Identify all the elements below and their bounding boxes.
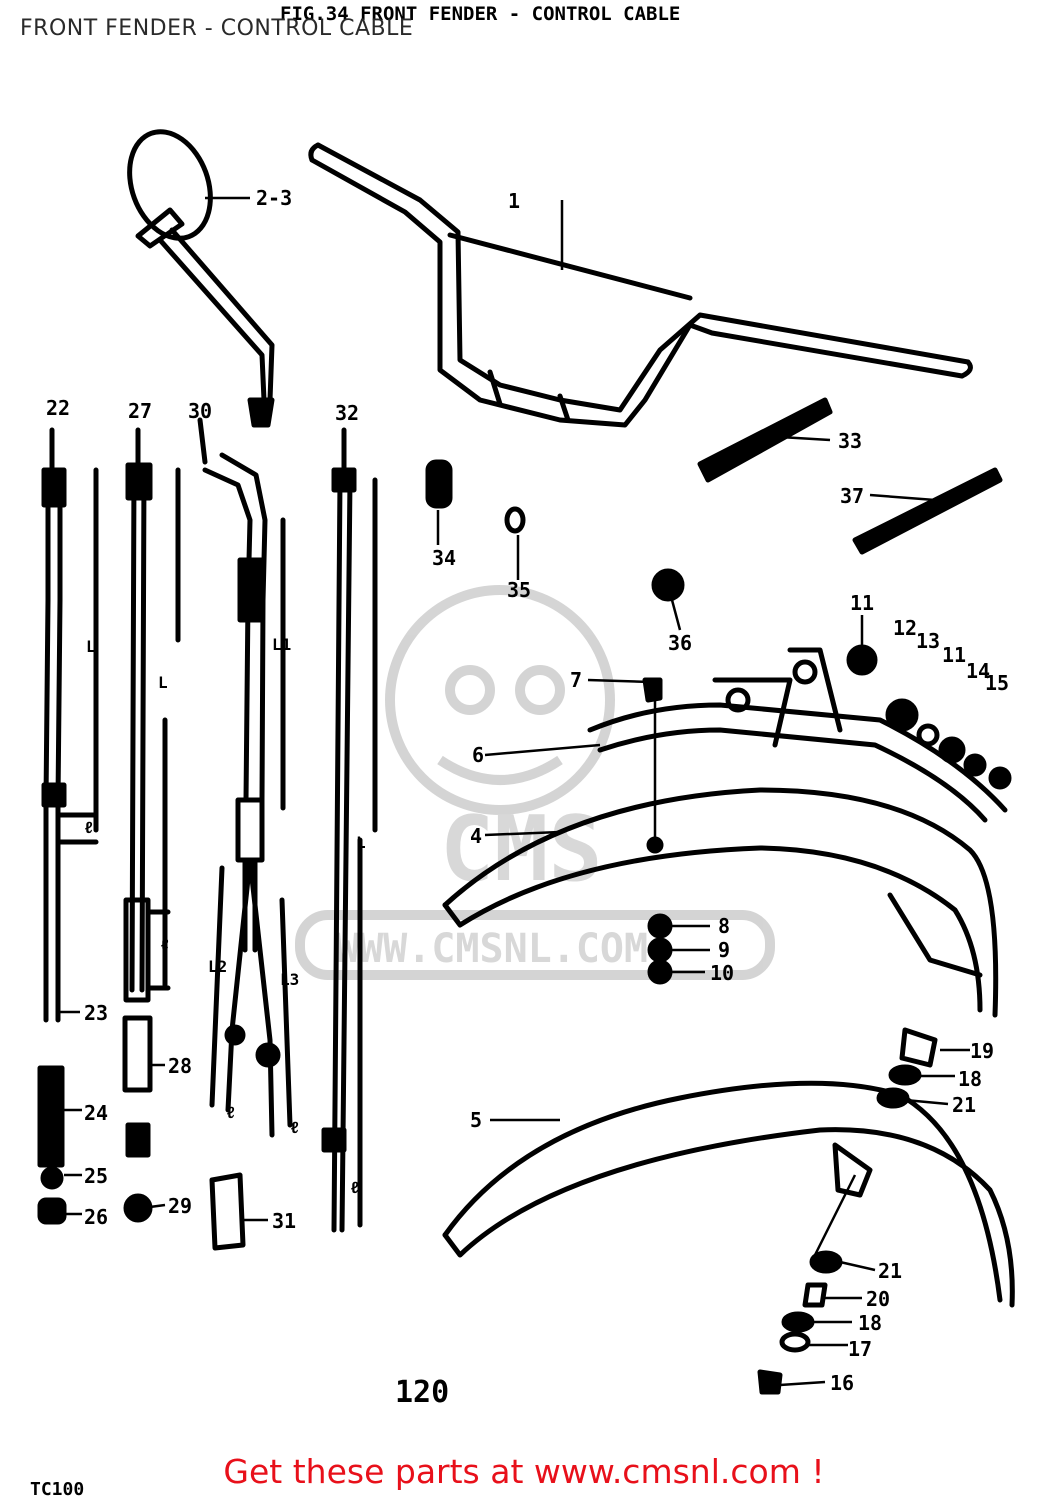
- dimension-label: L3: [280, 970, 299, 989]
- part-ref-label: 35: [507, 578, 531, 602]
- grip-37: [852, 467, 1003, 555]
- grip-33: [697, 397, 833, 483]
- part-ref-label: 14: [966, 659, 990, 683]
- part-ref-label: 22: [46, 396, 70, 420]
- part-ref-label: 21: [952, 1093, 976, 1117]
- part-ref-label: 8: [718, 914, 730, 938]
- part-ref-label: 10: [710, 961, 734, 985]
- dimension-label: ℓ: [160, 935, 170, 954]
- part-labels: 12-3456789101111121314151617181819202121…: [46, 186, 1009, 1395]
- watermark-url: WWW.CMSNL.COM: [335, 926, 648, 972]
- dimension-label: L: [356, 833, 366, 852]
- part-ref-label: 27: [128, 399, 152, 423]
- drawing-lines: [37, 129, 1015, 1395]
- overlay-title: FRONT FENDER - CONTROL CABLE: [20, 16, 414, 41]
- dimension-label: L1: [272, 635, 291, 654]
- part-35: [504, 506, 526, 534]
- part-ref-label: 18: [858, 1311, 882, 1335]
- part-ref-label: 6: [472, 743, 484, 767]
- handlebar: [308, 142, 973, 428]
- part-ref-label: 24: [84, 1101, 108, 1125]
- cable-22: [37, 427, 99, 1225]
- dimension-label: ℓ: [226, 1103, 236, 1122]
- part-ref-label: 23: [84, 1001, 108, 1025]
- mirror: [127, 129, 275, 428]
- part-ref-label: 1: [508, 189, 520, 213]
- part-ref-label: 12: [893, 616, 917, 640]
- cable-30: [197, 417, 293, 1138]
- rear-fender-5: [442, 1080, 1015, 1308]
- part-ref-label: 28: [168, 1054, 192, 1078]
- part-ref-label: 21: [878, 1259, 902, 1283]
- part-ref-label: 11: [850, 591, 874, 615]
- leader-lines: [60, 196, 970, 1387]
- dimension-label: ℓ: [350, 1178, 360, 1197]
- fender-bracket-6: [587, 647, 1008, 823]
- dimension-label: L2: [208, 957, 227, 976]
- part-ref-label: 15: [985, 671, 1009, 695]
- header-title: FIG.34 FRONT FENDER - CONTROL CABLE: [280, 3, 680, 25]
- part-ref-label: 5: [470, 1108, 482, 1132]
- part-ref-label: 36: [668, 631, 692, 655]
- cable-32: [321, 427, 378, 1233]
- part-ref-label: 33: [838, 429, 862, 453]
- part-ref-label: 18: [958, 1067, 982, 1091]
- part-ref-label: 4: [470, 824, 482, 848]
- part-ref-label: 30: [188, 399, 212, 423]
- part-ref-label: 19: [970, 1039, 994, 1063]
- dimension-label: ℓ: [290, 1118, 300, 1137]
- part-ref-label: 32: [335, 401, 359, 425]
- part-ref-label: 25: [84, 1164, 108, 1188]
- part-ref-label: 17: [848, 1337, 872, 1361]
- cms-watermark: CMS WWW.CMSNL.COM: [295, 585, 775, 980]
- cable-27: [122, 427, 246, 1251]
- part-34: [425, 459, 453, 509]
- parts-link[interactable]: Get these parts at www.cmsnl.com !: [223, 1452, 825, 1491]
- part-ref-label: 29: [168, 1194, 192, 1218]
- part-36: [651, 568, 685, 602]
- dimension-label: ℓ: [84, 818, 94, 837]
- part-ref-label: 31: [272, 1209, 296, 1233]
- part-ref-label: 34: [432, 546, 456, 570]
- part-ref-label: 7: [570, 668, 582, 692]
- part-ref-label: 20: [866, 1287, 890, 1311]
- part-ref-label: 16: [830, 1371, 854, 1395]
- dimension-label: L: [86, 637, 96, 656]
- part-ref-label: 9: [718, 938, 730, 962]
- part-ref-label: 37: [840, 484, 864, 508]
- part-ref-label: 13: [916, 629, 940, 653]
- part-ref-label: 2-3: [256, 186, 292, 210]
- page-number: 120: [395, 1375, 449, 1410]
- part-ref-label: 11: [942, 643, 966, 667]
- dimension-label: L: [158, 673, 168, 692]
- part-ref-label: 26: [84, 1205, 108, 1229]
- model-code: TC100: [30, 1479, 84, 1500]
